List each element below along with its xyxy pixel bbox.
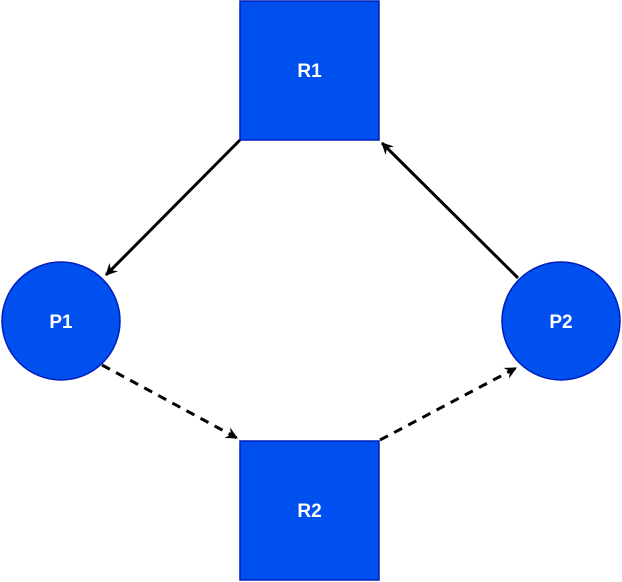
edge-r2-to-p2 bbox=[379, 366, 517, 442]
resource-node-r1[interactable]: R1 bbox=[239, 0, 380, 141]
resource-node-r2[interactable]: R2 bbox=[239, 440, 380, 581]
resource-r2-label: R2 bbox=[297, 501, 321, 522]
edge-r1-to-p1 bbox=[104, 138, 242, 277]
process-node-p2[interactable]: P2 bbox=[501, 261, 621, 381]
edge-p1-to-r2 bbox=[101, 363, 238, 440]
edge-p2-to-r1 bbox=[380, 141, 520, 280]
process-p1-label: P1 bbox=[49, 312, 73, 333]
resource-r1-label: R1 bbox=[297, 61, 322, 82]
process-node-p1[interactable]: P1 bbox=[1, 261, 121, 381]
process-p2-label: P2 bbox=[549, 312, 572, 333]
